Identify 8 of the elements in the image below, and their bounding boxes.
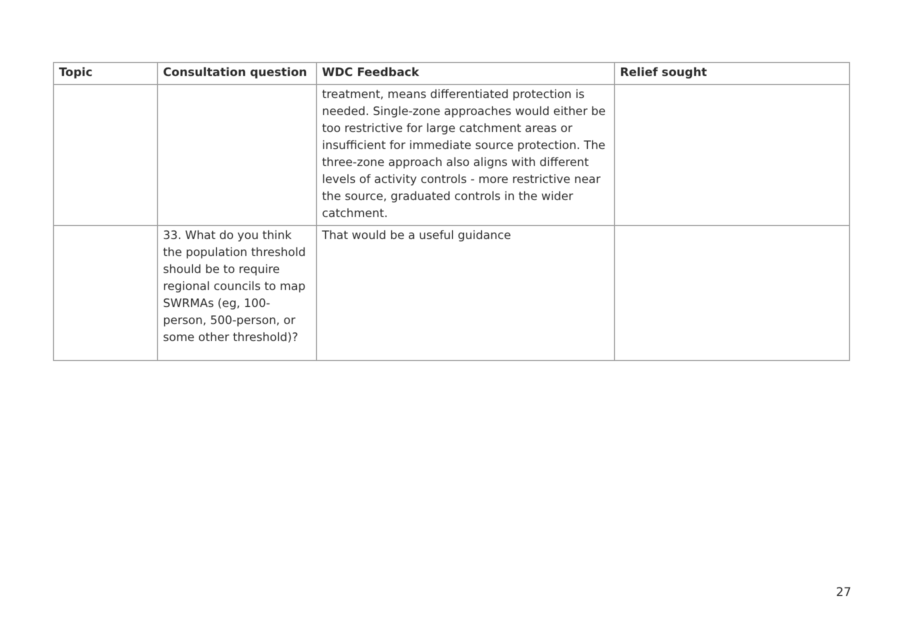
column-header: Topic <box>54 62 158 84</box>
column-header: Relief sought <box>614 62 850 84</box>
column-header: WDC Feedback <box>316 62 614 84</box>
column-header: Consultation question <box>158 62 316 84</box>
table-cell: 33. What do you think the population threshold should be to require regional councils to map SWRMAs (eg, 100-person, 500-person, or some other threshold)? <box>158 226 316 360</box>
table-cell: treatment, means differentiated protection is needed. Single-zone approaches would either be too restrictive for large catchment areas or insufficient for immediate source protection. The three-zone approach also aligns with different levels of activity controls - more restrictive near the source, graduated controls in the wider catchment. <box>316 84 614 226</box>
table-cell: That would be a useful guidance <box>316 226 614 360</box>
page-number: 27 <box>836 585 852 599</box>
